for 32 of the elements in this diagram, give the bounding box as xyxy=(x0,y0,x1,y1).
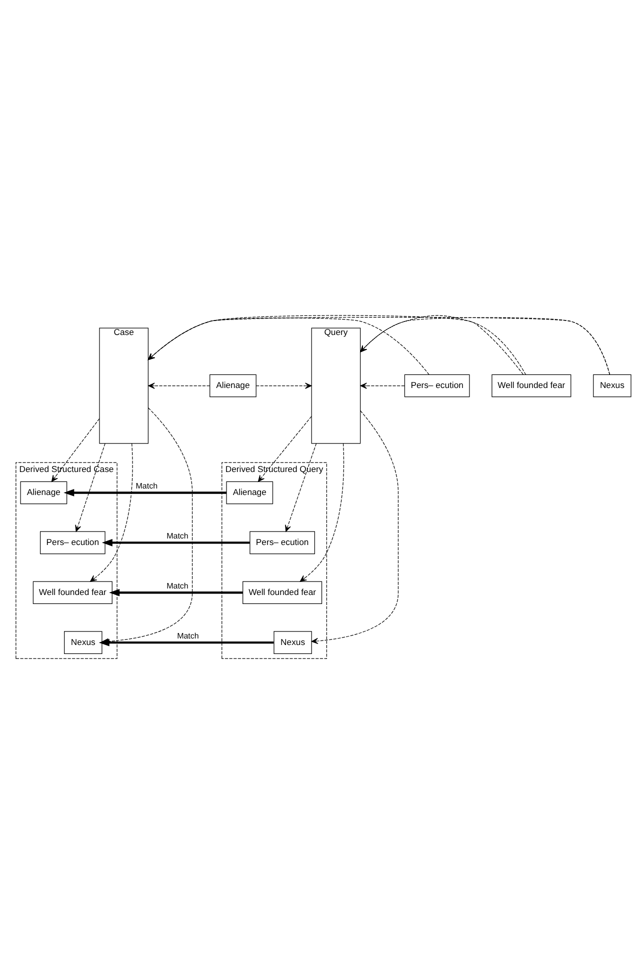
arrow xyxy=(256,382,312,389)
node-box: Nexus xyxy=(274,631,312,654)
arrow xyxy=(148,382,210,389)
node-box: Case xyxy=(99,328,148,444)
arrow xyxy=(311,410,399,644)
arrow xyxy=(75,443,106,532)
node-box: Alienage xyxy=(210,374,256,398)
arrow xyxy=(148,318,430,375)
node-box: Alienage xyxy=(226,481,274,504)
node-box: Well founded fear xyxy=(32,581,112,604)
arrow xyxy=(148,316,610,375)
arrow xyxy=(102,539,250,546)
arrow xyxy=(148,315,526,375)
arrow xyxy=(360,317,610,375)
arrow xyxy=(300,443,344,582)
node-box: Pers– ecution xyxy=(250,531,315,554)
node-box: Alienage xyxy=(20,481,68,504)
node-box: Query xyxy=(311,328,361,444)
arrow xyxy=(360,382,405,389)
arrow xyxy=(109,588,243,596)
node-box: Well founded fear xyxy=(492,374,572,398)
arrow xyxy=(258,416,312,482)
node-box: Pers– ecution xyxy=(40,531,106,554)
arrow xyxy=(51,418,100,482)
arrow xyxy=(285,443,317,532)
node-box: Nexus xyxy=(593,374,632,398)
arrow xyxy=(64,489,226,496)
node-box: Pers– ecution xyxy=(404,374,470,398)
arrow xyxy=(90,443,133,582)
arrow xyxy=(360,315,524,375)
node-box: Nexus xyxy=(64,631,102,654)
node-box: Well founded fear xyxy=(242,581,322,604)
